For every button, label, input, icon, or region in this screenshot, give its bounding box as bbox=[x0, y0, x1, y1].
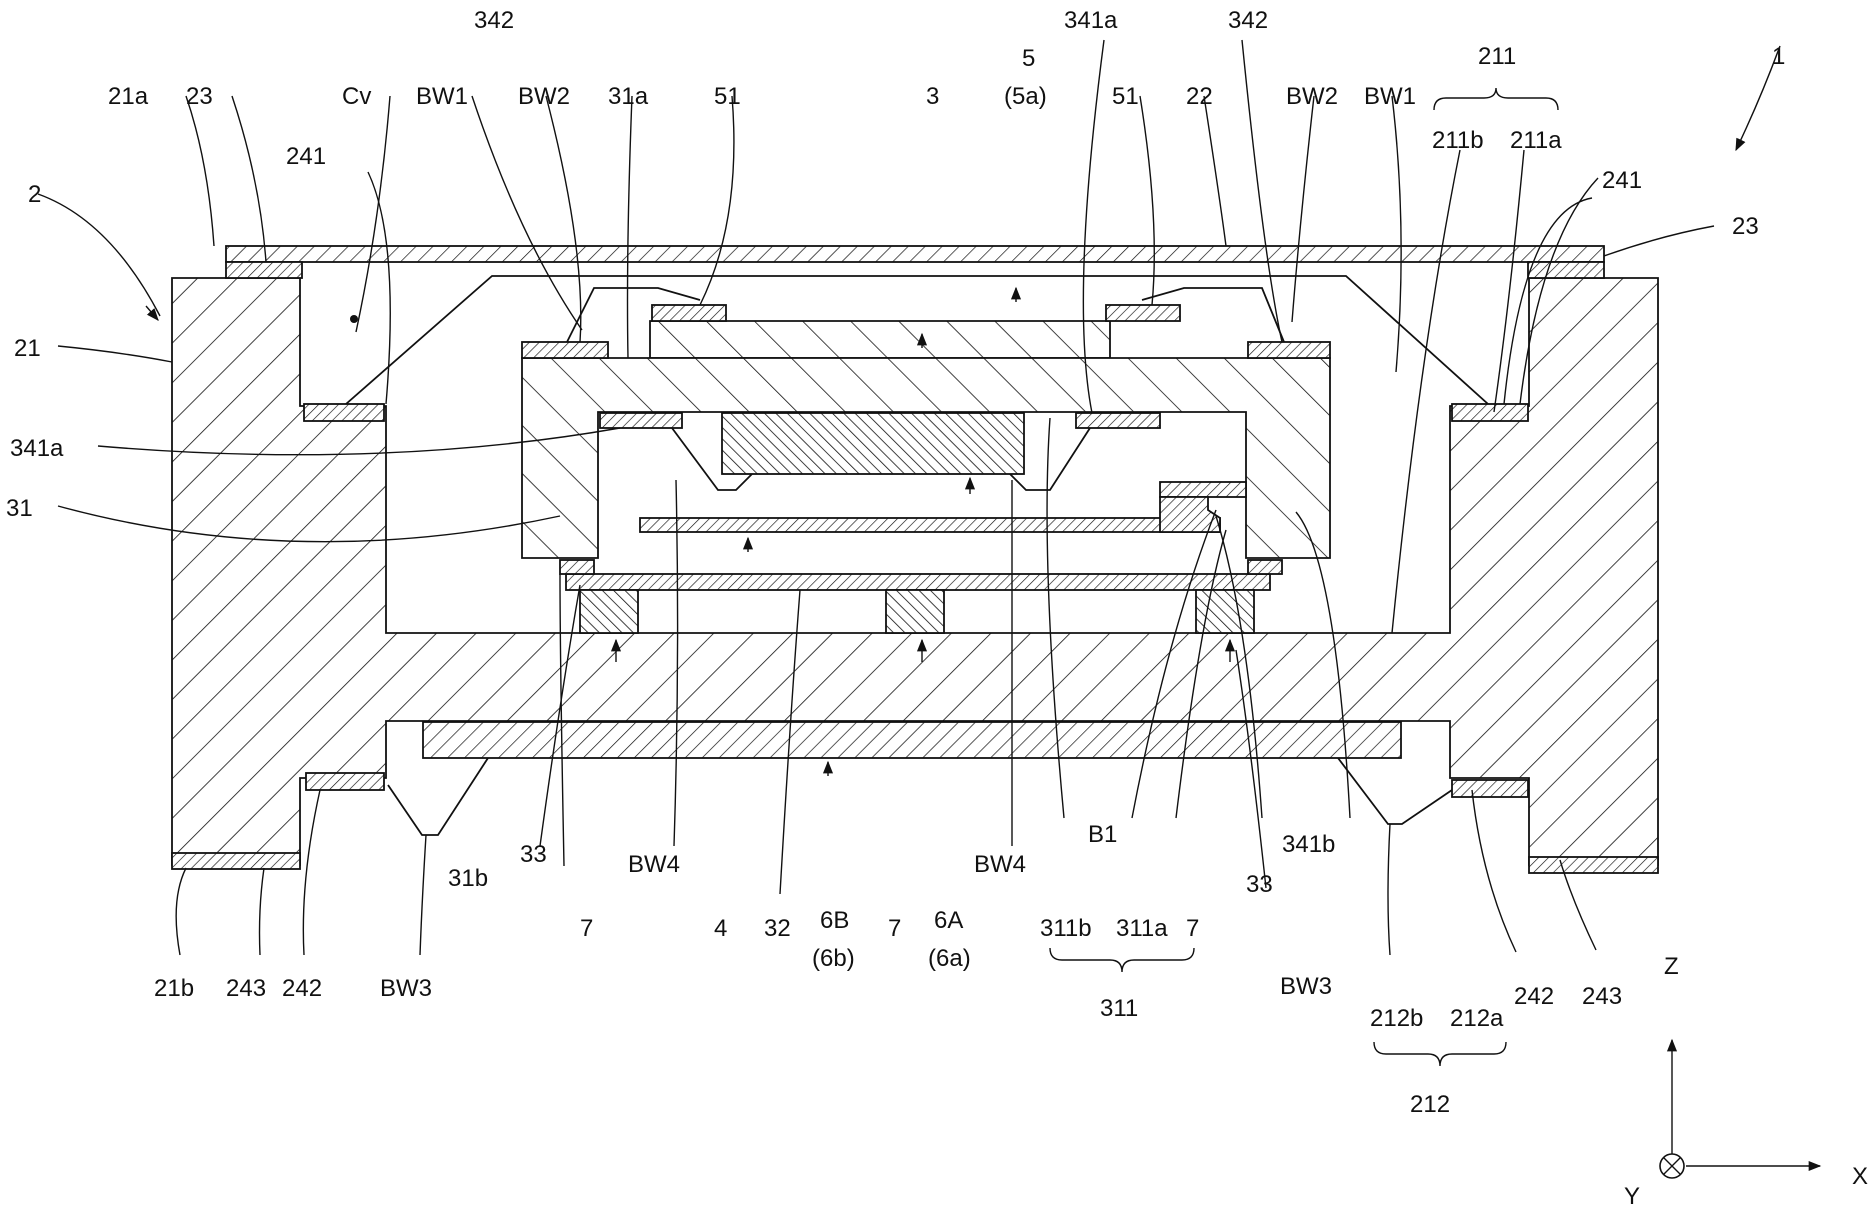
label-311: 311 bbox=[1100, 995, 1138, 1022]
label-bw1-right: BW1 bbox=[1364, 83, 1416, 110]
pad-241-left bbox=[304, 404, 384, 421]
label-21a: 21a bbox=[108, 83, 149, 110]
coordinate-axes bbox=[1660, 1040, 1820, 1178]
bonding-wire-bw3-left bbox=[388, 758, 488, 835]
label-211b: 211b bbox=[1432, 127, 1484, 154]
label-243-right: 243 bbox=[1582, 983, 1622, 1010]
label-5: 5 bbox=[1022, 45, 1035, 72]
label-311a: 311a bbox=[1116, 915, 1168, 942]
terminal-243-left bbox=[172, 853, 300, 869]
label-341b: 341b bbox=[1282, 831, 1335, 858]
label-241-left: 241 bbox=[286, 143, 326, 170]
label-x-axis: X bbox=[1852, 1163, 1868, 1190]
pad-242-left bbox=[306, 773, 384, 790]
label-6a-paren: (6a) bbox=[928, 945, 971, 972]
label-7-right: 7 bbox=[1186, 915, 1199, 942]
label-2: 2 bbox=[28, 181, 41, 208]
label-bw4-right: BW4 bbox=[974, 851, 1026, 878]
label-33-left: 33 bbox=[520, 841, 547, 868]
label-23-left: 23 bbox=[186, 83, 213, 110]
label-6b: 6B bbox=[820, 907, 849, 934]
label-342-top-right: 342 bbox=[1228, 7, 1268, 34]
label-6b-paren: (6b) bbox=[812, 945, 855, 972]
label-241-right: 241 bbox=[1602, 167, 1642, 194]
joint-33-left bbox=[560, 560, 594, 574]
label-bw2-right: BW2 bbox=[1286, 83, 1338, 110]
label-242-left: 242 bbox=[282, 975, 322, 1002]
pad-242-right bbox=[1452, 780, 1528, 797]
joint-33-right bbox=[1248, 560, 1282, 574]
label-6a: 6A bbox=[934, 907, 963, 934]
label-31: 31 bbox=[6, 495, 33, 522]
label-212a: 212a bbox=[1450, 1005, 1504, 1032]
terminal-243-right bbox=[1529, 857, 1658, 873]
label-cv: Cv bbox=[342, 83, 371, 110]
pad-341a-left bbox=[600, 413, 682, 428]
label-bw1-left: BW1 bbox=[416, 83, 468, 110]
bump-b1 bbox=[1160, 497, 1220, 532]
label-3: 3 bbox=[926, 83, 939, 110]
label-242-right: 242 bbox=[1514, 983, 1554, 1010]
label-31a: 31a bbox=[608, 83, 649, 110]
label-bw3-right: BW3 bbox=[1280, 973, 1332, 1000]
label-b1: B1 bbox=[1088, 821, 1117, 848]
label-51-right: 51 bbox=[1112, 83, 1139, 110]
label-7-center: 7 bbox=[888, 915, 901, 942]
label-7-left: 7 bbox=[580, 915, 593, 942]
label-bw4-left: BW4 bbox=[628, 851, 680, 878]
seal-23-right bbox=[1528, 262, 1604, 278]
label-341a-left: 341a bbox=[10, 435, 64, 462]
label-211: 211 bbox=[1478, 43, 1516, 70]
bump-7-left bbox=[580, 590, 638, 633]
label-342-top-left: 342 bbox=[474, 7, 514, 34]
bump-7-center bbox=[886, 590, 944, 633]
label-311b: 311b bbox=[1040, 915, 1092, 942]
element-4 bbox=[640, 518, 1220, 532]
label-22: 22 bbox=[1186, 83, 1213, 110]
lid-5 bbox=[650, 321, 1110, 358]
label-212b: 212b bbox=[1370, 1005, 1423, 1032]
label-y-axis: Y bbox=[1624, 1183, 1640, 1210]
label-33-right: 33 bbox=[1246, 871, 1273, 898]
label-211a: 211a bbox=[1510, 127, 1562, 154]
pad-341b bbox=[1160, 482, 1246, 497]
label-21b: 21b bbox=[154, 975, 194, 1002]
label-1: 1 bbox=[1772, 43, 1785, 70]
label-z-axis: Z bbox=[1664, 953, 1679, 980]
substrate-32 bbox=[566, 574, 1270, 590]
pad-51-right bbox=[1106, 305, 1180, 321]
pad-341a-right bbox=[1076, 413, 1160, 428]
label-32: 32 bbox=[764, 915, 791, 942]
label-21: 21 bbox=[14, 335, 41, 362]
label-212: 212 bbox=[1410, 1091, 1450, 1118]
circuit-element-6a bbox=[722, 413, 1024, 474]
label-51-left: 51 bbox=[714, 83, 741, 110]
label-4: 4 bbox=[714, 915, 727, 942]
pad-342-left bbox=[522, 342, 608, 358]
label-23-right: 23 bbox=[1732, 213, 1759, 240]
pad-241-right bbox=[1452, 404, 1528, 421]
bonding-wire-bw3-right bbox=[1338, 758, 1452, 824]
cavity-marker bbox=[350, 315, 358, 323]
label-5a: (5a) bbox=[1004, 83, 1047, 110]
label-bw2-left: BW2 bbox=[518, 83, 570, 110]
label-31b: 31b bbox=[448, 865, 488, 892]
label-bw3-left: BW3 bbox=[380, 975, 432, 1002]
seal-23-left bbox=[226, 262, 302, 278]
pad-342-right bbox=[1248, 342, 1330, 358]
lid-22 bbox=[226, 246, 1604, 262]
label-243-left: 243 bbox=[226, 975, 266, 1002]
label-341a-top: 341a bbox=[1064, 7, 1118, 34]
pad-51-left bbox=[652, 305, 726, 321]
